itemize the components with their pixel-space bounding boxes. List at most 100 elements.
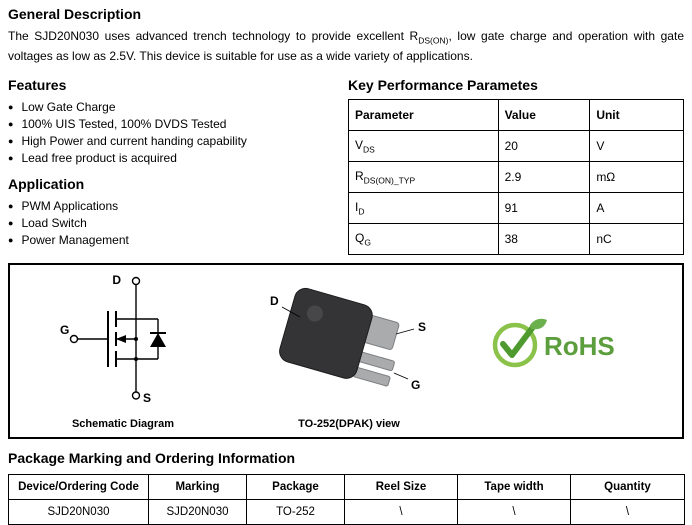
- gate-leader-line: [393, 372, 409, 380]
- general-description-text: The SJD20N030 uses advanced trench techn…: [8, 28, 684, 64]
- bullet-icon: ●: [8, 201, 14, 212]
- performance-table: Parameter Value Unit VDS 20 V RDS(ON)_TY…: [348, 99, 684, 256]
- table-row: VDS 20 V: [348, 130, 684, 163]
- performance-column: Key Performance Parametes Parameter Valu…: [348, 77, 684, 256]
- ordering-header-row: Device/Ordering Code Marking Package Ree…: [8, 474, 685, 501]
- parameter-cell: VDS: [348, 130, 499, 163]
- parameter-subscript: DS: [363, 144, 375, 155]
- parameter-symbol: R: [355, 169, 364, 184]
- rohs-circle-icon: [492, 323, 538, 368]
- package-body-group: [279, 288, 400, 387]
- application-item: ●Load Switch: [8, 215, 338, 232]
- package-caption: TO-252(DPAK) view: [298, 418, 400, 431]
- general-description-heading: General Description: [8, 6, 142, 22]
- package-gate-label: G: [411, 378, 420, 392]
- drain-leader-line: [281, 306, 301, 318]
- ordering-heading: Package Marking and Ordering Information: [8, 450, 296, 467]
- parameter-cell: ID: [348, 192, 499, 225]
- parameter-cell: RDS(ON)_TYP: [348, 161, 499, 194]
- unit-cell: A: [589, 192, 684, 225]
- bullet-icon: ●: [8, 153, 14, 164]
- feature-item-label: 100% UIS Tested, 100% DVDS Tested: [21, 117, 227, 132]
- body-diode-icon: [150, 333, 166, 348]
- unit-cell: V: [589, 130, 684, 163]
- application-heading: Application: [8, 176, 85, 193]
- features-heading: Features: [8, 77, 67, 94]
- unit-cell: mΩ: [589, 161, 684, 194]
- two-column-section: Features ●Low Gate Charge ●100% UIS Test…: [8, 77, 684, 256]
- description-part2: , low gate charge and operation with gat…: [8, 29, 684, 64]
- parameter-symbol: V: [355, 138, 364, 153]
- feature-item-label: Lead free product is acquired: [21, 151, 177, 166]
- schematic-gate-label: G: [60, 323, 69, 337]
- table-row: RDS(ON)_TYP 2.9 mΩ: [348, 161, 684, 194]
- unit-cell: nC: [589, 223, 684, 256]
- application-item: ● PWM Applications: [8, 198, 338, 215]
- col-header-tape-width: Tape width: [457, 474, 571, 501]
- package-source-lead: [357, 351, 395, 372]
- junction-dot: [134, 337, 138, 342]
- col-header-package: Package: [246, 474, 345, 501]
- junction-dot: [134, 357, 138, 362]
- value-cell: 2.9: [497, 161, 591, 194]
- application-item-label: Load Switch: [21, 216, 87, 231]
- col-header-unit: Unit: [589, 99, 684, 132]
- application-list: ● PWM Applications ●Load Switch ● Power Ma…: [8, 198, 338, 249]
- description-part1: The SJD20N030 uses advanced trench techn…: [8, 29, 419, 43]
- mosfet-schematic: D G S: [60, 273, 166, 405]
- value-cell: 38: [497, 223, 591, 256]
- package-dimple: [306, 305, 323, 322]
- parameter-subscript: G: [364, 237, 371, 248]
- feature-item: ● High Power and current handing capabili…: [8, 133, 338, 150]
- performance-heading: Key Performance Parametes: [348, 77, 538, 94]
- source-leader-line: [395, 328, 415, 335]
- schematic-drain-label: D: [112, 273, 121, 287]
- rohs-leaf-icon: [530, 319, 547, 330]
- ordering-data-row: SJD20N030 SJD20N030 TO-252 \ \ \: [8, 499, 685, 525]
- value-cell: 20: [497, 130, 591, 163]
- ordering-table: Device/Ordering Code Marking Package Ree…: [8, 474, 685, 525]
- performance-header-row: Parameter Value Unit: [348, 99, 684, 132]
- application-item-label: Power Management: [21, 233, 129, 248]
- parameter-symbol: Q: [355, 231, 365, 246]
- description-subscript: DS(ON): [418, 35, 449, 46]
- package-gate-lead: [353, 367, 391, 387]
- table-row: ID 91 A: [348, 192, 684, 225]
- value-cell: 91: [497, 192, 591, 225]
- feature-item-label: Low Gate Charge: [21, 100, 116, 115]
- parameter-symbol: I: [355, 200, 359, 215]
- col-header-reel-size: Reel Size: [344, 474, 458, 501]
- reel-size-cell: \: [344, 499, 458, 525]
- package-cell: TO-252: [246, 499, 345, 525]
- bullet-icon: ●: [8, 136, 14, 147]
- col-header-device-code: Device/Ordering Code: [8, 474, 149, 501]
- bullet-icon: ●: [8, 102, 14, 113]
- parameter-subscript: D: [358, 206, 365, 217]
- col-header-quantity: Quantity: [570, 474, 685, 501]
- marking-cell: SJD20N030: [148, 499, 247, 525]
- figure-box: D G S D S G RoHS Sche: [8, 263, 684, 440]
- feature-item-label: High Power and current handing capabilit…: [21, 134, 247, 149]
- parameter-subscript: DS(ON)_TYP: [363, 175, 416, 186]
- table-row: QG 38 nC: [348, 223, 684, 256]
- package-drawing: D S G: [270, 288, 426, 392]
- application-item-label: PWM Applications: [21, 199, 119, 214]
- rohs-logo: RoHS: [492, 319, 615, 368]
- package-drain-label: D: [270, 294, 279, 308]
- feature-item: ●100% UIS Tested, 100% DVDS Tested: [8, 116, 338, 133]
- feature-item: ● Lead free product is acquired: [8, 150, 338, 167]
- device-code-cell: SJD20N030: [8, 499, 149, 525]
- application-item: ● Power Management: [8, 232, 338, 249]
- tape-width-cell: \: [457, 499, 571, 525]
- feature-item: ● Low Gate Charge: [8, 99, 338, 116]
- bullet-icon: ●: [8, 235, 14, 246]
- features-list: ●Low Gate Charge ●100% UIS Tested, 100% …: [8, 99, 338, 167]
- col-header-parameter: Parameter: [348, 99, 499, 132]
- parameter-cell: QG: [348, 223, 499, 256]
- col-header-value: Value: [497, 99, 591, 132]
- schematic-caption: Schematic Diagram: [71, 418, 175, 431]
- schematic-source-label: S: [143, 391, 151, 405]
- quantity-cell: \: [570, 499, 685, 525]
- features-column: Features ●Low Gate Charge ●100% UIS Test…: [8, 77, 338, 255]
